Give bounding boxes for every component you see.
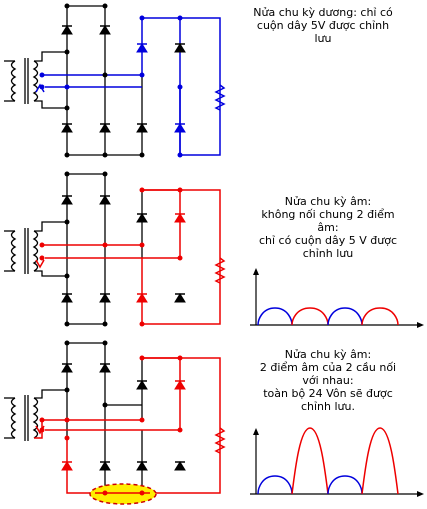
- caption-line: lưu: [314, 32, 332, 45]
- caption-line: cuộn dây 5V được chỉnh: [256, 19, 390, 32]
- caption-line: toàn bộ 24 Vôn sẽ được: [263, 387, 393, 400]
- caption-line: chỉnh lưu.: [300, 400, 355, 413]
- caption-line: Nửa chu kỳ âm:: [284, 195, 372, 208]
- resistor-2: [214, 257, 226, 284]
- transformer-2: [4, 228, 39, 274]
- caption-line: âm:: [317, 221, 339, 234]
- caption-line: 2 điểm âm của 2 cầu nối: [259, 361, 397, 374]
- panel-2-circuit: [4, 171, 226, 327]
- waveform-2: [250, 268, 424, 328]
- panel-3-circuit: [4, 340, 226, 505]
- resistor-1: [214, 84, 226, 111]
- caption-panel-3: Nửa chu kỳ âm: 2 điểm âm của 2 cầu nối v…: [233, 348, 423, 413]
- panel-1-circuit: [4, 3, 226, 158]
- current-arrow-icon: [35, 259, 45, 269]
- transformer-1: [4, 58, 39, 104]
- caption-line: Nửa chu kỳ dương: chỉ có: [253, 6, 393, 19]
- joined-negative-highlight: [89, 483, 157, 505]
- transformer-3: [4, 395, 39, 441]
- caption-panel-1: Nửa chu kỳ dương: chỉ có cuộn dây 5V đượ…: [228, 6, 418, 45]
- caption-line: không nối chung 2 điểm: [261, 208, 395, 221]
- caption-line: chỉnh lưu: [302, 247, 354, 260]
- caption-line: chỉ có cuộn dây 5 V được: [258, 234, 398, 247]
- caption-line: với nhau:: [302, 374, 354, 387]
- caption-line: Nửa chu kỳ âm:: [284, 348, 372, 361]
- waveform-3: [250, 427, 424, 497]
- resistor-3: [214, 427, 226, 454]
- caption-panel-2: Nửa chu kỳ âm: không nối chung 2 điểm âm…: [233, 195, 423, 260]
- current-arrow-icon: [35, 83, 45, 93]
